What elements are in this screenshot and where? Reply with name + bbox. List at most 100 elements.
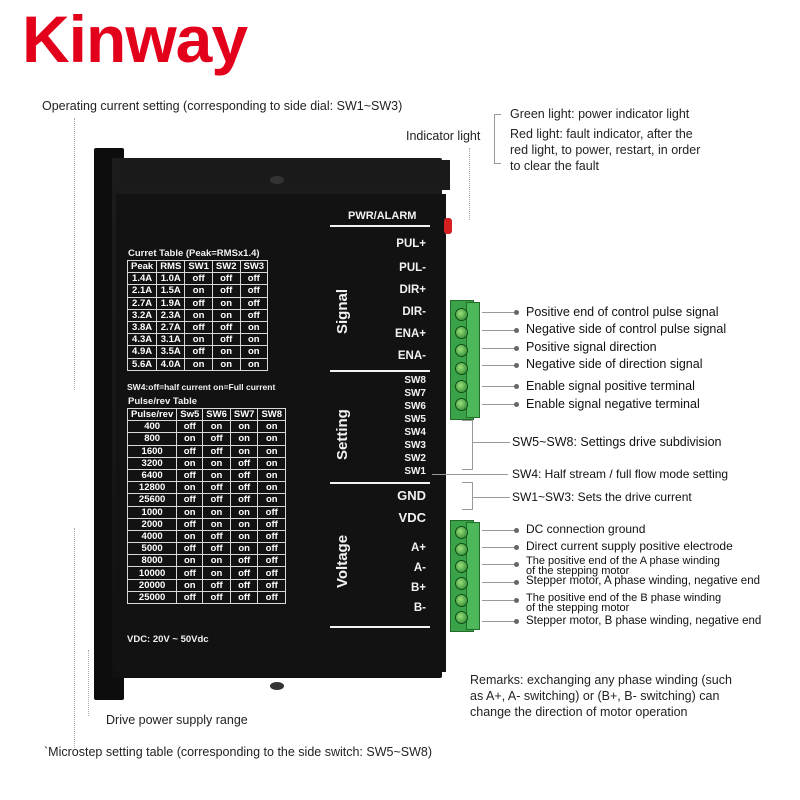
bullet-icon — [514, 545, 519, 550]
pulse-table-cell: off — [257, 566, 287, 580]
supply-range-note: Drive power supply range — [106, 713, 248, 727]
leader-line — [482, 312, 516, 313]
current-table-cell: 3.1A — [156, 333, 186, 347]
callout-ena-minus: Enable signal negative terminal — [526, 397, 700, 411]
callout-sw4: SW4: Half stream / full flow mode settin… — [512, 467, 729, 481]
pulse-table-cell: on — [257, 444, 287, 458]
pulse-table-cell: on — [229, 444, 259, 458]
screw-icon — [455, 543, 468, 556]
vdc-range-footnote: VDC: 20V ~ 50Vdc — [127, 634, 209, 645]
pulse-table-cell: off — [176, 493, 204, 507]
indicator-red-note-2: red light, to power, restart, in order — [510, 143, 701, 157]
pwr-alarm-label: PWR/ALARM — [348, 210, 417, 222]
pulse-table-cell: off — [176, 444, 204, 458]
pulse-table-cell: off — [229, 493, 259, 507]
mounting-hole-bottom — [270, 682, 284, 690]
screw-icon — [455, 526, 468, 539]
pin-pul-plus: PUL+ — [396, 238, 426, 250]
callout-vdc: Direct current supply positive electrode — [526, 539, 733, 553]
pulse-table-cell: off — [176, 590, 204, 605]
pulse-table-leader — [74, 528, 76, 748]
current-table-header-cell: RMS — [156, 259, 186, 274]
pin-b-minus: B- — [413, 602, 426, 614]
screw-icon — [455, 560, 468, 573]
indicator-bracket — [494, 114, 501, 164]
divider-signal — [330, 370, 430, 372]
pulse-table-cell: on — [257, 493, 287, 507]
current-table-cell: 1.0A — [156, 272, 186, 286]
callout-a-plus-2: of the stepping motor — [526, 565, 630, 577]
voltage-section-label: Voltage — [334, 534, 351, 588]
pulse-table-cell: off — [229, 554, 259, 568]
current-table-cell: off — [184, 272, 213, 286]
pin-vdc: VDC — [398, 510, 426, 525]
pulse-table-cell: off — [176, 566, 204, 580]
pulse-table-cell: off — [176, 420, 204, 434]
pulse-table-cell: off — [202, 590, 231, 605]
bullet-icon — [514, 363, 519, 368]
switch-sw2: SW2 — [404, 453, 426, 464]
pulse-table-cell: on — [229, 517, 259, 531]
bullet-icon — [514, 619, 519, 624]
pulse-table-cell: off — [229, 468, 259, 483]
bullet-icon — [514, 328, 519, 333]
pulse-table-cell: off — [176, 468, 204, 483]
pulse-table-cell: on — [257, 420, 287, 434]
current-table-cell: off — [239, 272, 269, 286]
leader-line — [482, 530, 516, 531]
pulse-table-title: Pulse/rev Table — [128, 396, 197, 407]
current-table-header-cell: Peak — [126, 259, 158, 274]
callout-sw5-8: SW5~SW8: Settings drive subdivision — [512, 435, 722, 449]
pulse-table-cell: off — [202, 529, 231, 544]
pulse-table-cell: off — [229, 578, 259, 592]
remarks-line-1: Remarks: exchanging any phase winding (s… — [470, 673, 732, 687]
callout-b-minus: Stepper motor, B phase winding, negative… — [526, 615, 762, 627]
pulse-table-cell: on — [202, 505, 231, 519]
pulse-table-cell: on — [202, 420, 231, 434]
pin-dir-plus: DIR+ — [399, 284, 426, 296]
indicator-light-label: Indicator light — [406, 129, 481, 143]
indicator-leader — [469, 148, 471, 220]
current-table-cell: 3.8A — [126, 320, 158, 335]
current-table-cell: 2.7A — [126, 296, 158, 310]
screw-icon — [455, 380, 468, 393]
switch-sw6: SW6 — [404, 401, 426, 412]
pin-a-minus: A- — [413, 562, 426, 574]
pulse-table-cell: on — [202, 468, 231, 483]
leader-line — [482, 404, 516, 405]
pulse-table-cell: on — [176, 505, 204, 519]
leader-line — [482, 621, 516, 622]
bullet-icon — [514, 528, 519, 533]
bullet-icon — [514, 598, 519, 603]
current-table-cell: off — [239, 308, 269, 322]
screw-icon — [455, 398, 468, 411]
current-table-cell: 4.0A — [156, 357, 186, 371]
current-table-cell: off — [211, 272, 241, 286]
leader-line — [482, 330, 516, 331]
current-table-cell: 4.9A — [126, 345, 158, 359]
switch-sw5: SW5 — [404, 414, 426, 425]
pin-gnd: GND — [397, 488, 426, 503]
pulse-table-cell: on — [257, 481, 287, 495]
pulse-table-header-cell: SW7 — [229, 407, 259, 422]
pulse-table-header-cell: Pulse/rev — [126, 407, 178, 422]
pulse-table-cell: 400 — [126, 420, 178, 434]
pulse-table-cell: off — [176, 517, 204, 531]
current-table-cell: on — [239, 357, 269, 371]
pulse-table-cell: off — [257, 590, 287, 605]
pulse-table-header-cell: SW6 — [202, 407, 231, 422]
callout-b-plus-1: The positive end of the B phase winding — [526, 592, 722, 604]
current-table-cell: 5.6A — [126, 357, 158, 371]
